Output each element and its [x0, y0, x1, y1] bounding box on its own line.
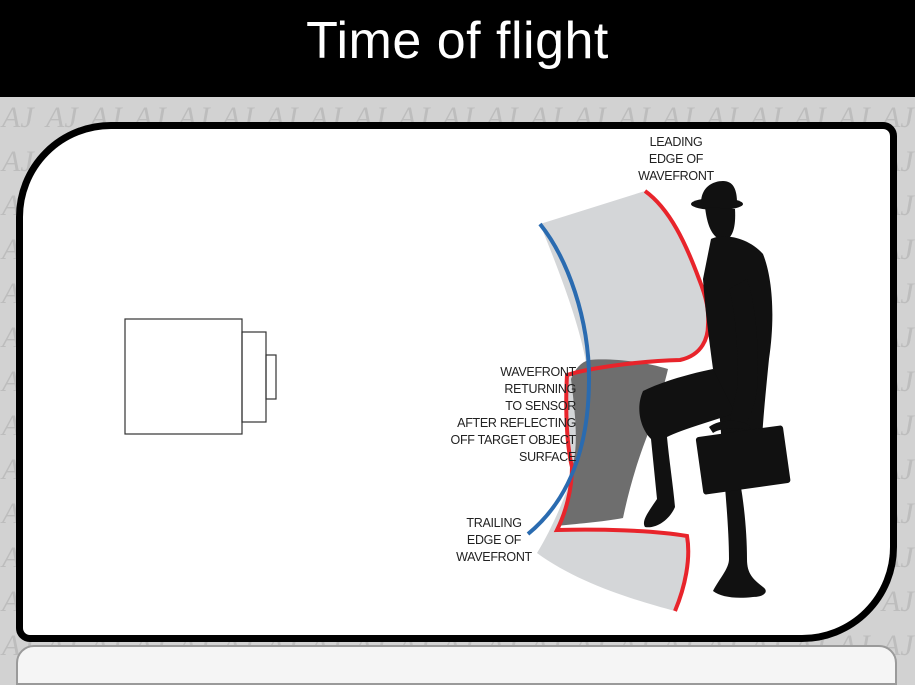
slide-title: Time of flight: [306, 12, 609, 70]
wavefront-band: [537, 191, 709, 611]
title-bar: Time of flight: [0, 0, 915, 97]
time-of-flight-diagram: [124, 181, 791, 612]
diagram-panel: LEADING EDGE OF WAVEFRONT WAVEFRONT RETU…: [16, 122, 897, 642]
sensor-camera-icon: [124, 318, 277, 435]
leading-edge-line: [553, 189, 711, 612]
leading-edge-label: LEADING EDGE OF WAVEFRONT: [638, 135, 714, 183]
next-panel-edge: [16, 645, 897, 685]
trailing-edge-label: TRAILING EDGE OF WAVEFRONT: [456, 516, 532, 564]
returning-edge-line: [526, 222, 592, 536]
returning-wavefront-label: WAVEFRONT RETURNING TO SENSOR AFTER REFL…: [450, 365, 577, 464]
walking-man-figure: [639, 181, 791, 598]
